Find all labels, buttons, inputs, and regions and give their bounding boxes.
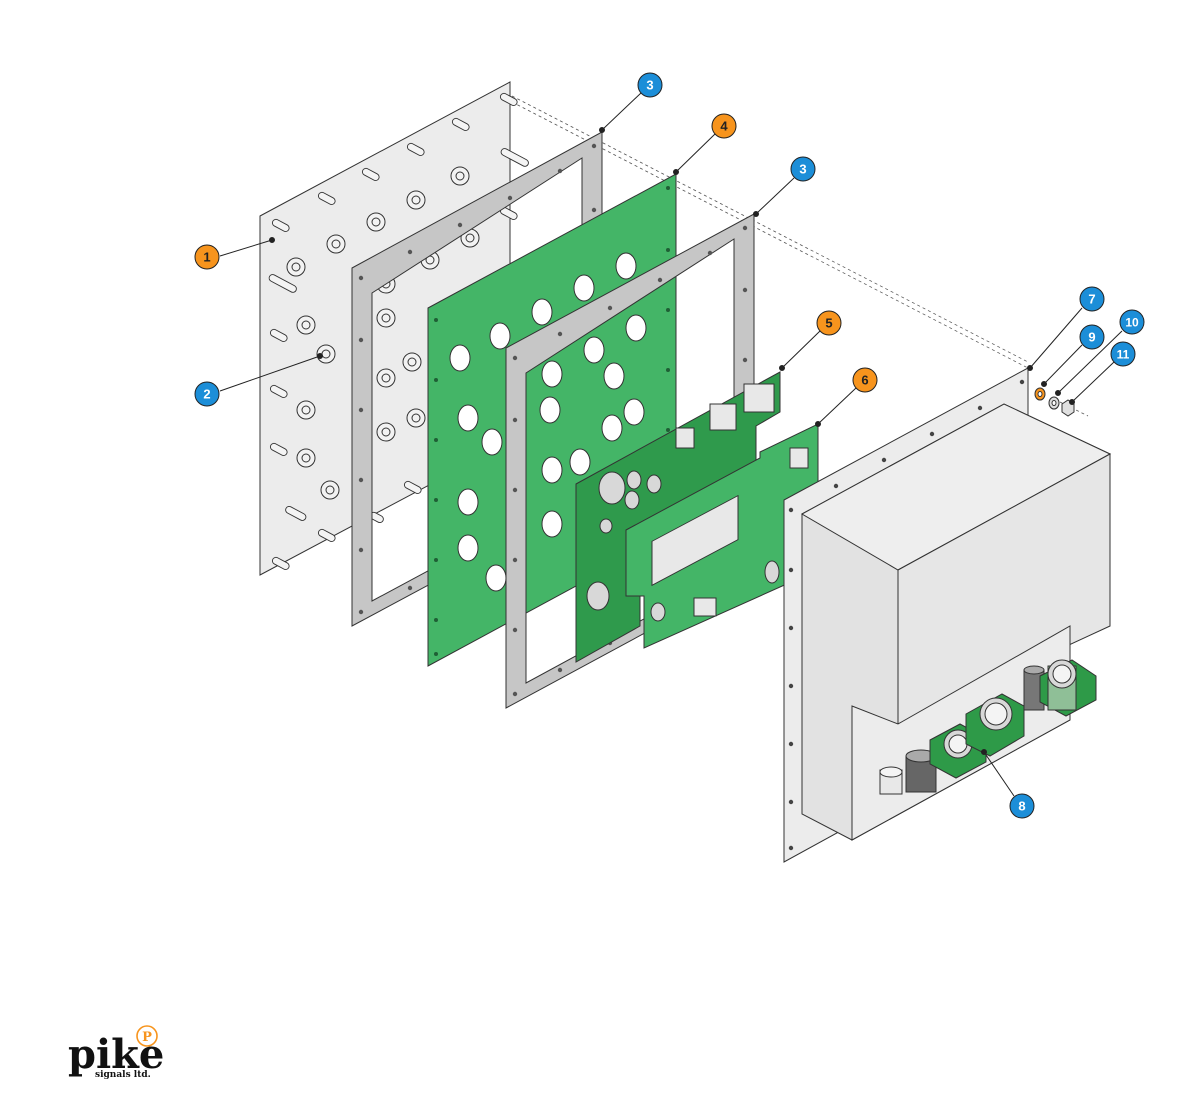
callout-10: 10 [1120,310,1144,334]
callout-9-number: 9 [1088,330,1095,345]
callout-2-number: 2 [203,387,210,402]
callout-4-number: 4 [720,119,728,134]
brand-mark-letter: P [142,1030,152,1045]
callout-3a-number: 3 [646,78,653,93]
fasteners [1035,388,1074,416]
callout-6-number: 6 [861,373,868,388]
callout-6: 6 [853,368,877,392]
enclosure [784,368,1110,862]
callout-5: 5 [817,311,841,335]
callout-10-number: 10 [1125,316,1139,330]
callout-2: 2 [195,382,219,406]
brand-tagline: signals ltd. [95,1070,151,1080]
callout-9: 9 [1080,325,1104,349]
callout-5-number: 5 [825,316,832,331]
callout-1-number: 1 [203,250,210,265]
callout-3b-number: 3 [799,162,806,177]
callout-4: 4 [712,114,736,138]
brand-logo: pike signals ltd. P [68,1026,164,1080]
callout-1: 1 [195,245,219,269]
callout-8: 8 [1010,794,1034,818]
callout-3b: 3 [791,157,815,181]
callout-11: 11 [1111,342,1135,366]
callout-11-number: 11 [1117,348,1130,362]
callout-7-number: 7 [1088,292,1095,307]
callout-8-number: 8 [1018,799,1025,814]
callout-3a: 3 [638,73,662,97]
callout-7: 7 [1080,287,1104,311]
